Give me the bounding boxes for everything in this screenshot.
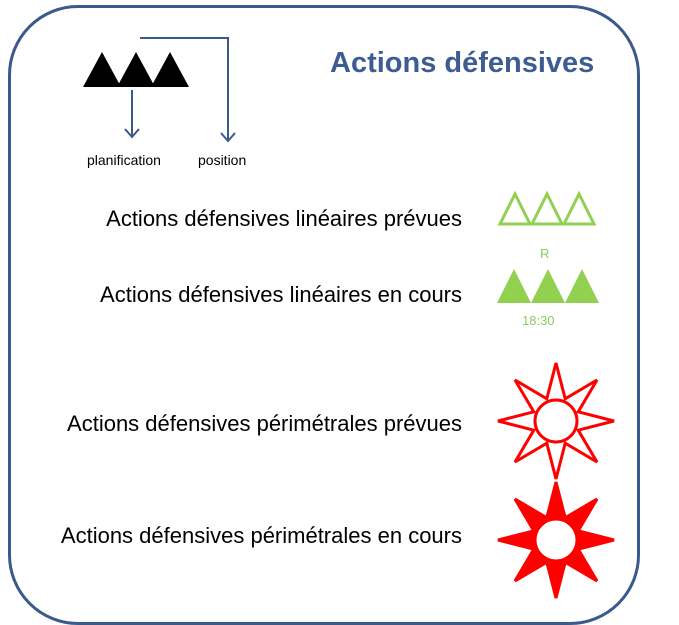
row-label-perimeter-planned: Actions défensives périmétrales prévues — [67, 411, 462, 436]
status-letter: R — [540, 246, 550, 261]
green-filled-triple-triangle-icon — [497, 269, 599, 303]
row-label-linear-planned: Actions défensives linéaires prévues — [106, 206, 462, 231]
red-filled-star-icon — [497, 481, 615, 599]
red-outline-star-icon — [497, 362, 615, 480]
row-label-linear-ongoing: Actions défensives linéaires en cours — [100, 282, 462, 307]
green-outline-triple-triangle-icon — [497, 190, 597, 226]
planning-label: planification — [87, 152, 161, 168]
star-center-circle — [533, 517, 579, 563]
status-time: 18:30 — [522, 313, 555, 328]
black-triple-triangle-icon — [83, 52, 189, 87]
star-center-circle — [533, 398, 579, 444]
key-arrows — [124, 37, 236, 143]
row-label-perimeter-ongoing: Actions défensives périmétrales en cours — [60, 523, 462, 548]
page-title: Actions défensives — [330, 47, 595, 79]
position-label: position — [198, 152, 247, 168]
